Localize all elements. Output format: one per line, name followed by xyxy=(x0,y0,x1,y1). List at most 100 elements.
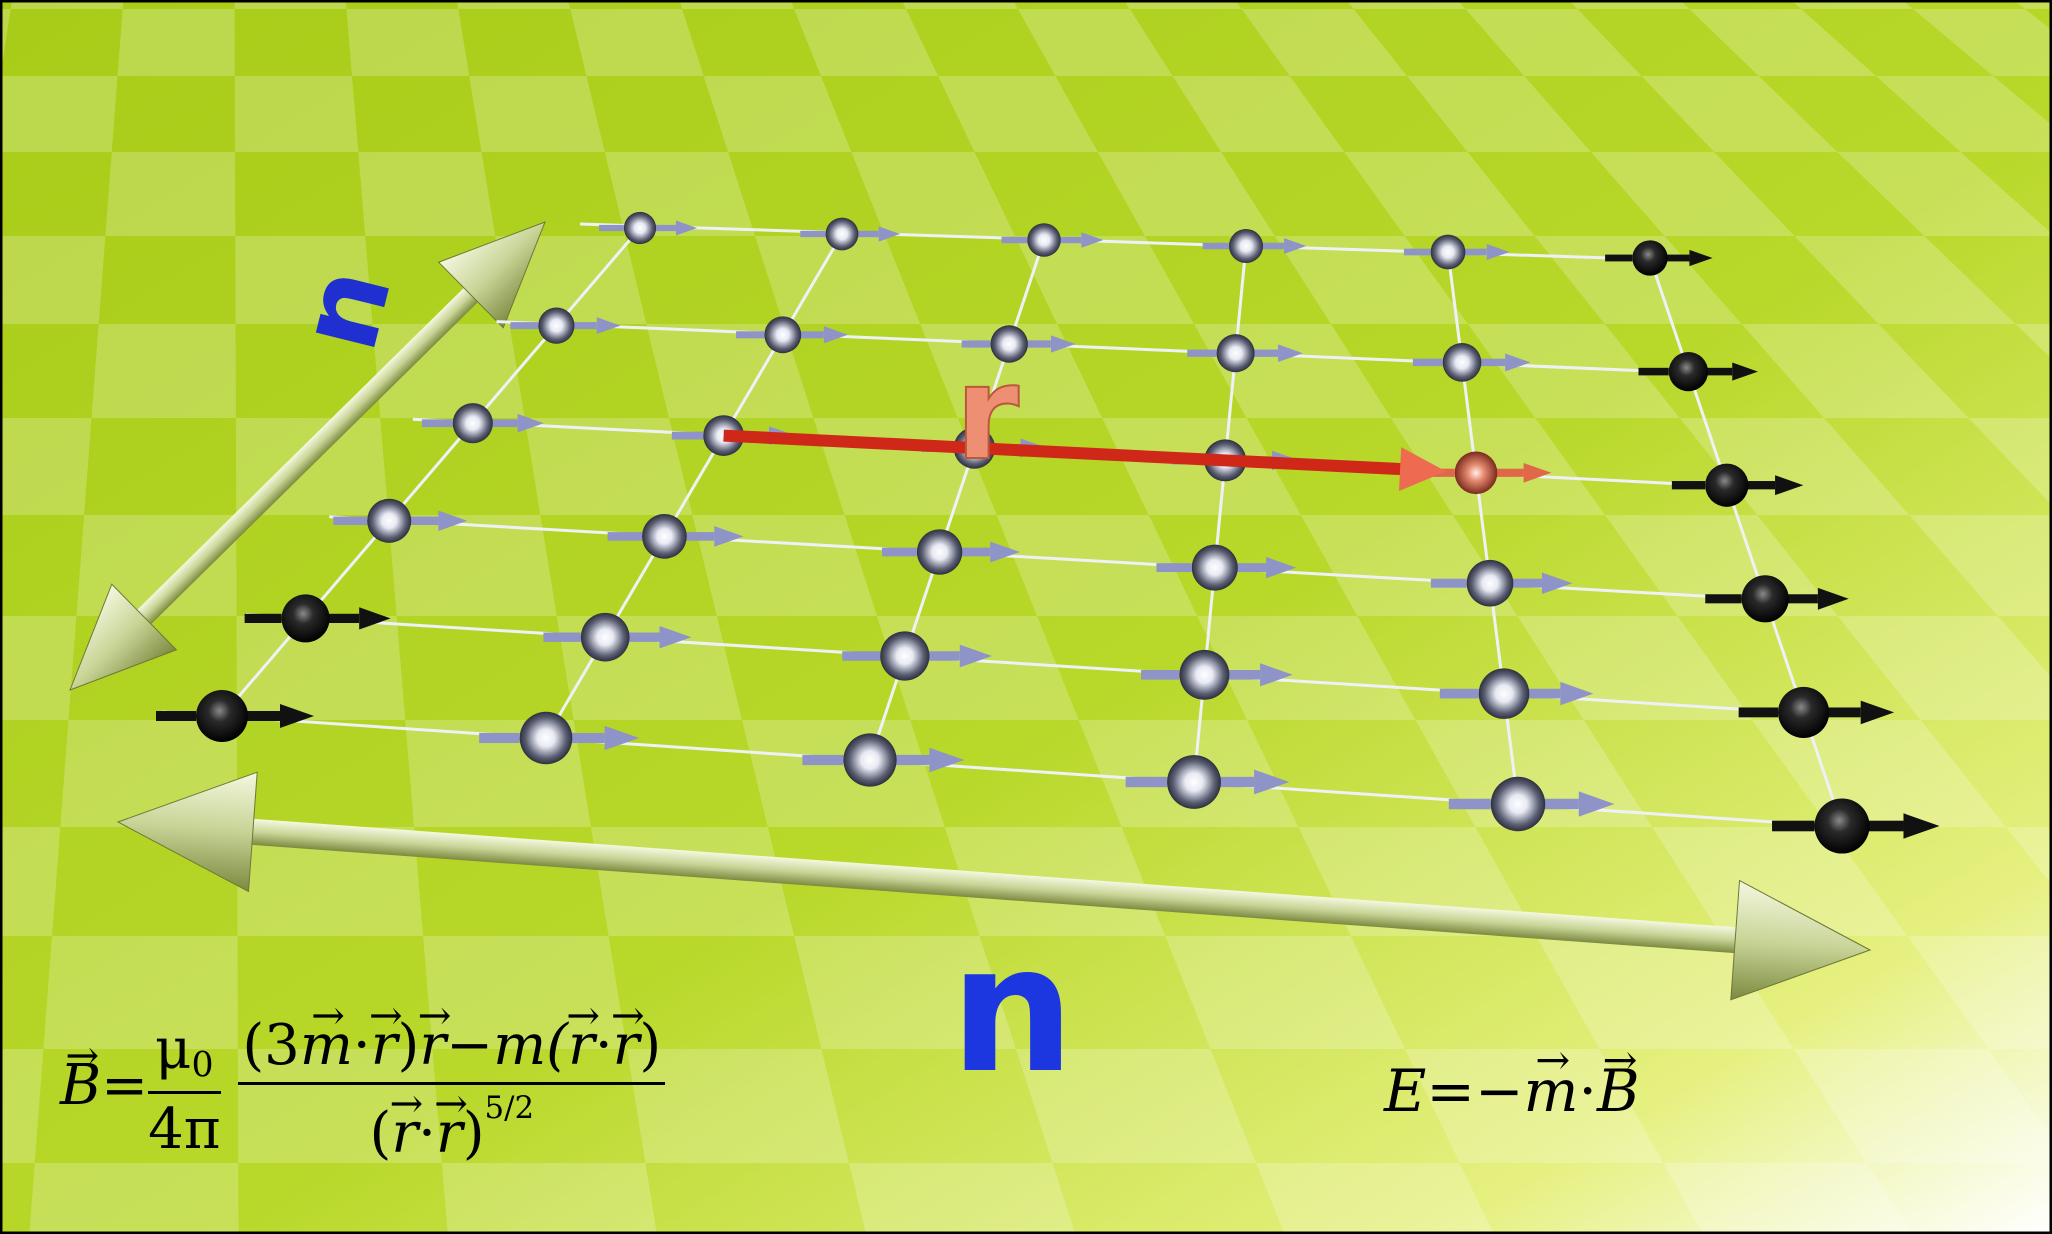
spin-sphere xyxy=(1705,464,1748,507)
spin-sphere xyxy=(1491,777,1545,831)
spin-sphere xyxy=(1027,223,1060,256)
spin-sphere xyxy=(843,733,896,786)
spin-sphere xyxy=(1217,334,1255,372)
spin-arrow-tail xyxy=(1126,777,1167,787)
vec-r: r xyxy=(436,1106,463,1162)
spin-arrow-tail xyxy=(1440,689,1479,699)
floor-tile xyxy=(442,1163,665,1234)
spin-arrow-tail xyxy=(156,711,196,721)
spin-arrow-tail xyxy=(1413,359,1443,366)
label-n-bottom: n xyxy=(950,909,1075,1112)
spin-sphere xyxy=(826,218,859,251)
equals-sign: = xyxy=(101,1053,148,1118)
label-r: r xyxy=(955,337,1019,489)
spin-sphere xyxy=(1229,229,1263,263)
spin-arrow-tail xyxy=(1001,237,1027,243)
den-open: ( xyxy=(369,1101,391,1166)
spin-arrow-tail xyxy=(882,548,917,557)
spin-sphere xyxy=(1742,575,1789,622)
floor-tile xyxy=(0,236,105,324)
spin-arrow-tail xyxy=(800,231,825,237)
floor-tile xyxy=(0,616,76,720)
spin-arrow-tail xyxy=(842,651,880,660)
spin-sphere xyxy=(642,514,687,559)
floor-tile xyxy=(0,827,60,936)
floor-tile xyxy=(0,418,91,515)
spin-arrow-tail xyxy=(1672,481,1705,489)
floor-tile xyxy=(358,152,495,236)
vec-r: r xyxy=(391,1106,418,1162)
spin-sphere xyxy=(196,690,248,742)
spin-sphere xyxy=(453,403,493,443)
floor-tile xyxy=(26,1163,239,1234)
spin-sphere xyxy=(367,499,411,543)
spin-arrow-tail xyxy=(1187,350,1216,357)
spin-sphere xyxy=(1443,343,1482,382)
spin-arrow-tail xyxy=(1141,670,1179,680)
minus-m: −m( xyxy=(446,1013,568,1078)
vec-B: B xyxy=(1597,1062,1640,1120)
floor-tile xyxy=(118,9,235,76)
floor-tile xyxy=(570,9,703,76)
exponent: 5/2 xyxy=(485,1090,535,1126)
spin-arrow-tail xyxy=(672,432,703,440)
spin-arrow-tail xyxy=(422,419,453,427)
floor-tile xyxy=(742,720,945,827)
spin-sphere xyxy=(1455,451,1498,494)
vec-r: r xyxy=(613,1018,640,1074)
spin-arrow-tail xyxy=(736,331,764,338)
floor-tile xyxy=(0,76,118,152)
spin-sphere xyxy=(1467,560,1514,607)
spin-sphere xyxy=(538,308,574,344)
spin-sphere xyxy=(1814,798,1869,853)
energy-E: E xyxy=(1384,1057,1426,1125)
spin-sphere xyxy=(880,631,929,680)
spin-sphere xyxy=(1669,352,1708,391)
spin-sphere xyxy=(624,212,656,244)
spin-arrow-tail xyxy=(1156,563,1191,572)
vec-m: m xyxy=(1524,1062,1579,1120)
spin-sphere xyxy=(1778,687,1829,738)
spin-sphere xyxy=(1479,668,1530,719)
spin-sphere xyxy=(1431,235,1466,270)
spin-sphere xyxy=(764,316,801,353)
spin-arrow-tail xyxy=(1449,799,1491,809)
spin-sphere xyxy=(1179,650,1229,700)
spin-arrow-tail xyxy=(608,532,642,541)
num-open: (3 xyxy=(242,1013,299,1078)
spin-arrow-tail xyxy=(543,633,580,642)
field-B: B xyxy=(60,1058,101,1114)
spin-arrow-tail xyxy=(1431,579,1467,588)
spin-arrow-tail xyxy=(1639,368,1669,376)
spin-arrow-tail xyxy=(1772,821,1814,832)
equals-minus: =− xyxy=(1426,1057,1523,1125)
spin-arrow-tail xyxy=(333,517,367,525)
main-fraction: (3m·r)r−m(r·r) (r·r)5/2 xyxy=(238,1018,665,1162)
vec-m: m xyxy=(300,1018,353,1074)
spin-sphere xyxy=(917,529,962,574)
prefactor-fraction: μ0 4π xyxy=(148,1022,220,1158)
dot: · xyxy=(1579,1057,1597,1125)
spin-arrow-tail xyxy=(479,733,519,743)
dipole-field-equation: B= μ0 4π (3m·r)r−m(r·r) (r·r)5/2 xyxy=(60,1018,665,1162)
mu: μ xyxy=(155,1017,191,1082)
spin-arrow-tail xyxy=(1739,707,1778,717)
floor-tile xyxy=(105,152,235,236)
spin-arrow-tail xyxy=(802,755,843,765)
mu-subscript: 0 xyxy=(191,1045,213,1085)
dipole-energy-equation: E=−m·B xyxy=(1384,1062,1640,1120)
spin-sphere xyxy=(1167,755,1221,809)
spin-arrow-tail xyxy=(1705,594,1741,603)
spin-sphere xyxy=(1632,240,1667,275)
spin-sphere xyxy=(1192,545,1238,591)
four-pi: 4π xyxy=(148,1102,220,1158)
floor-tile xyxy=(388,515,556,616)
vec-r: r xyxy=(419,1018,446,1074)
floor-tile xyxy=(346,9,469,76)
spin-sphere xyxy=(282,594,330,642)
floor-tile xyxy=(91,324,235,418)
floor-tile xyxy=(235,76,359,152)
floor-tile xyxy=(849,1163,1090,1234)
spin-sphere xyxy=(581,613,630,662)
